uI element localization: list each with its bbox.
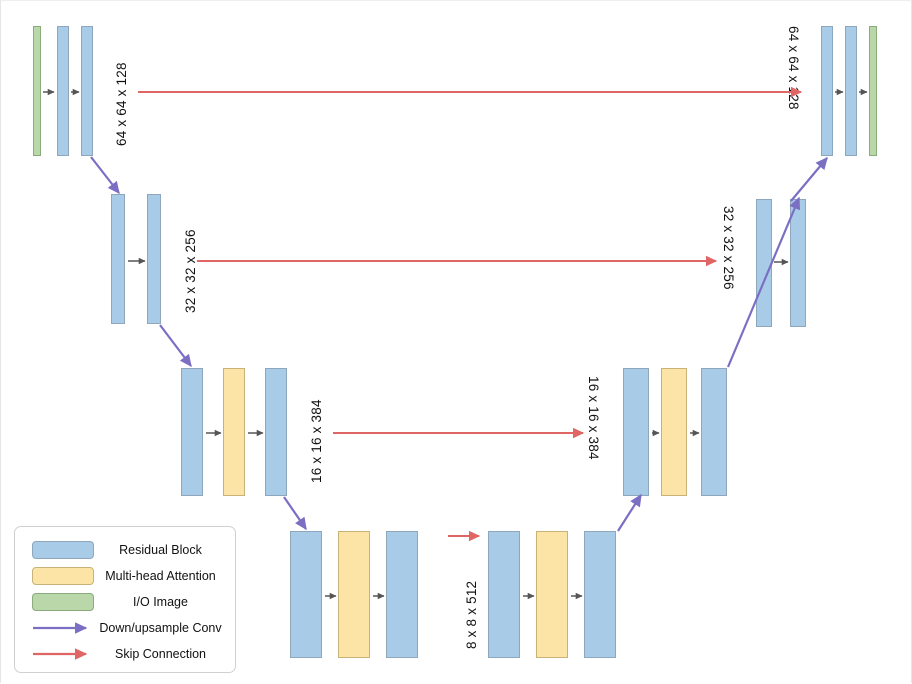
legend-item-residual-block: Residual Block (15, 539, 237, 561)
legend-arrow-down-upsample-conv (32, 619, 94, 637)
block-residual-l1-e1 (57, 26, 69, 156)
block-residual-l4-d2 (584, 531, 616, 658)
inline-arrow-group (43, 88, 868, 600)
upsample-conv-2-1 (790, 156, 828, 202)
label-level-1-right: 64 x 64 x 128 (786, 26, 801, 110)
legend-swatch-multi-head-attention (32, 567, 94, 585)
downsample-conv-1-2 (90, 156, 120, 195)
legend-label-skip-connection: Skip Connection (114, 647, 207, 661)
block-residual-l3-e2 (265, 368, 287, 496)
label-level-4: 8 x 8 x 512 (464, 580, 479, 649)
legend-item-multi-head-attention: Multi-head Attention (15, 565, 237, 587)
label-level-2-right: 32 x 32 x 256 (721, 206, 736, 290)
block-residual-l4-e2 (386, 531, 418, 658)
legend-swatch-io-image (32, 593, 94, 611)
downsample-conv-2-3 (159, 324, 192, 368)
upsample-conv-4-3 (617, 493, 642, 532)
label-level-2-left: 32 x 32 x 256 (183, 229, 198, 313)
legend-item-skip-connection: Skip Connection (15, 643, 237, 665)
block-residual-l4-d1 (488, 531, 520, 658)
legend-label-io-image: I/O Image (133, 595, 188, 609)
legend-arrow-skip-connection (32, 645, 94, 663)
block-residual-l3-d1 (623, 368, 649, 496)
block-residual-l2-d2 (790, 199, 806, 327)
block-residual-l2-e1 (111, 194, 125, 324)
block-attention-l3-e (223, 368, 245, 496)
legend-item-down-upsample-conv: Down/upsample Conv (15, 617, 237, 639)
legend-label-down-upsample-conv: Down/upsample Conv (99, 621, 222, 635)
block-attention-l4-d (536, 531, 568, 658)
legend-item-io-image: I/O Image (15, 591, 237, 613)
block-residual-l1-d2 (845, 26, 857, 156)
block-residual-l2-d1 (756, 199, 772, 327)
block-attention-l4-e (338, 531, 370, 658)
legend-swatch-residual-block (32, 541, 94, 559)
block-residual-l1-d1 (821, 26, 833, 156)
legend-label-multi-head-attention: Multi-head Attention (105, 569, 216, 583)
label-level-3-left: 16 x 16 x 384 (309, 399, 324, 483)
block-residual-l2-e2 (147, 194, 161, 324)
block-residual-l3-d2 (701, 368, 727, 496)
legend-label-residual-block: Residual Block (119, 543, 202, 557)
downsample-conv-3-4 (283, 496, 307, 531)
block-residual-l3-e1 (181, 368, 203, 496)
block-residual-l1-e2 (81, 26, 93, 156)
block-residual-l4-e1 (290, 531, 322, 658)
label-level-1-left: 64 x 64 x 128 (114, 62, 129, 146)
label-level-3-right: 16 x 16 x 384 (586, 376, 601, 460)
block-io-image-input (33, 26, 41, 156)
legend-panel: Residual Block Multi-head Attention I/O … (14, 526, 236, 673)
block-attention-l3-d (661, 368, 687, 496)
block-io-image-output (869, 26, 877, 156)
